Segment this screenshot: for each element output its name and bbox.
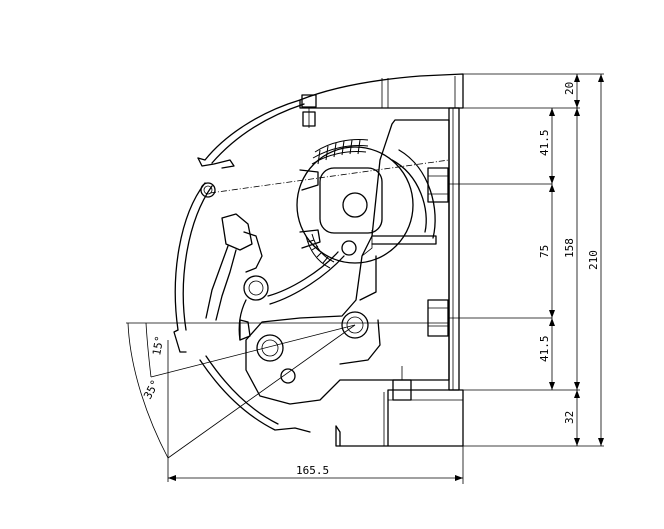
bottom-profile [335,366,464,447]
angle-35-label: 35° [141,378,162,402]
dim-lower-offset: 41.5 [538,336,551,363]
dimension-lines-right [463,73,604,447]
dim-bottom-band: 32 [563,411,576,424]
front-cover [173,99,311,433]
dim-upper-offset: 41.5 [538,130,551,157]
bolt-lower [427,299,449,337]
left-linkage [205,213,345,341]
angle-15-label: 15° [150,335,166,357]
dim-top-band: 20 [563,82,576,95]
dim-inner-height: 158 [563,238,576,258]
gear-hatching [305,139,369,269]
dim-middle-span: 75 [538,245,551,258]
center-lines [126,159,552,324]
dimension-line-bottom [168,446,464,484]
bolt-upper [427,167,449,203]
dim-total-width: 165.5 [296,464,329,477]
wall-plate [448,107,460,391]
angle-construction [127,322,356,482]
dim-total-height: 210 [587,250,600,270]
fabric-roller [296,146,436,264]
